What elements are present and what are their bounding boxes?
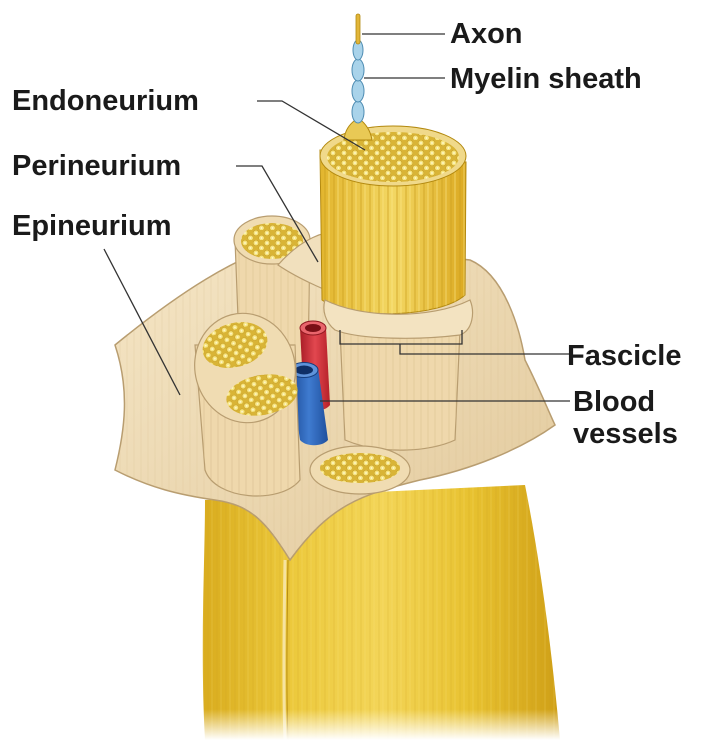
label-blood-vessels: Blood vessels <box>573 386 678 451</box>
nerve-trunk <box>190 485 580 740</box>
label-fascicle: Fascicle <box>567 340 681 372</box>
axon-core <box>356 14 360 44</box>
label-myelin-sheath: Myelin sheath <box>450 63 642 95</box>
label-endoneurium: Endoneurium <box>12 85 199 117</box>
fascicle-front-right <box>324 300 473 450</box>
label-blood-vessels-line2: vessels <box>573 418 678 450</box>
label-perineurium: Perineurium <box>12 150 181 182</box>
fascicle-central <box>320 126 466 314</box>
fascicle-bottom <box>310 446 410 494</box>
axon-fiber <box>344 14 372 140</box>
myelin-segments <box>352 40 364 123</box>
label-blood-vessels-line1: Blood <box>573 386 678 418</box>
label-axon: Axon <box>450 18 523 50</box>
label-epineurium: Epineurium <box>12 210 172 242</box>
